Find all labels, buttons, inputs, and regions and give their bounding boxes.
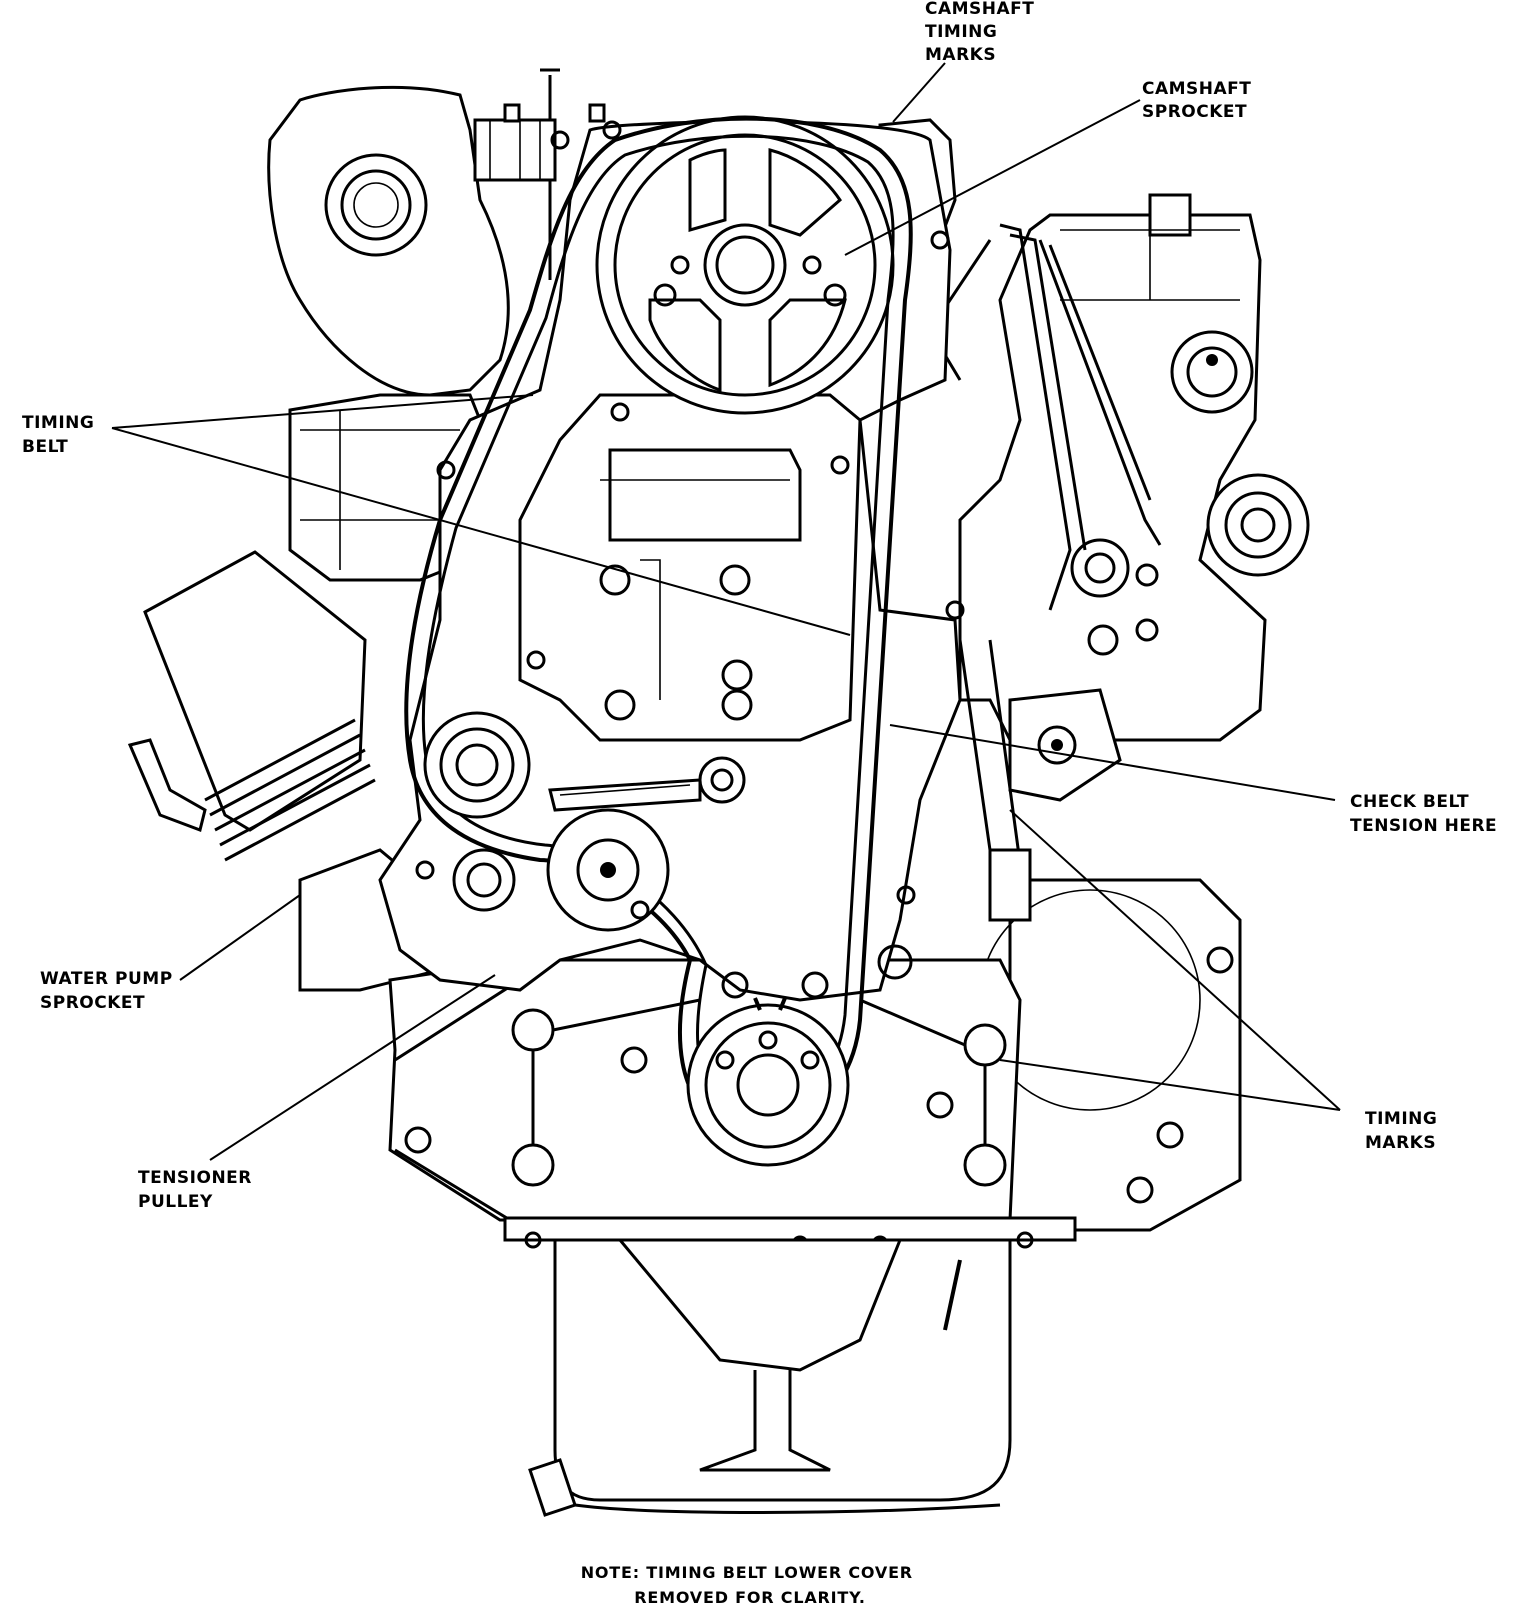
label-tensioner-pulley: TENSIONER PULLEY: [138, 1168, 258, 1212]
leader-timing-marks-right: [999, 1059, 1341, 1111]
leader-timing-belt-lower: [111, 427, 851, 636]
oil-filter: [127, 550, 376, 862]
note-text: NOTE: TIMING BELT LOWER COVER REMOVED FO…: [581, 1563, 920, 1607]
label-water-pump-sprocket: WATER PUMP SPROCKET: [40, 969, 179, 1013]
block-bolts: [511, 998, 1007, 1187]
leader-camshaft-sprocket: [844, 99, 1141, 256]
engine-block: [127, 85, 1242, 1517]
oil-pan: [528, 1238, 1012, 1517]
water-pump-sprocket: [423, 711, 531, 912]
leader-timing-marks-upper: [1009, 809, 1341, 1111]
leader-timing-belt-upper: [111, 394, 534, 429]
top-fittings: [473, 68, 606, 280]
leader-water-pump-sprocket: [179, 894, 301, 981]
label-camshaft-sprocket: CAMSHAFT SPROCKET: [1142, 79, 1258, 122]
label-timing-belt: TIMING BELT: [22, 413, 101, 457]
tensioner-pulley: [546, 756, 746, 932]
label-check-belt-tension: CHECK BELT TENSION HERE: [1350, 792, 1497, 836]
label-timing-marks: TIMING MARKS: [1365, 1109, 1444, 1153]
camshaft-sprocket: [595, 115, 895, 415]
leader-lines: [111, 62, 1341, 1161]
leader-camshaft-timing-marks: [892, 62, 946, 123]
carburetor-assembly: [928, 193, 1310, 922]
crankshaft-sprocket: [686, 944, 913, 1167]
leader-check-belt-tension: [889, 724, 1336, 801]
label-camshaft-timing-marks: CAMSHAFT TIMING MARKS: [925, 0, 1041, 65]
timing-belt: [404, 116, 913, 1134]
leader-tensioner-pulley: [209, 974, 496, 1161]
